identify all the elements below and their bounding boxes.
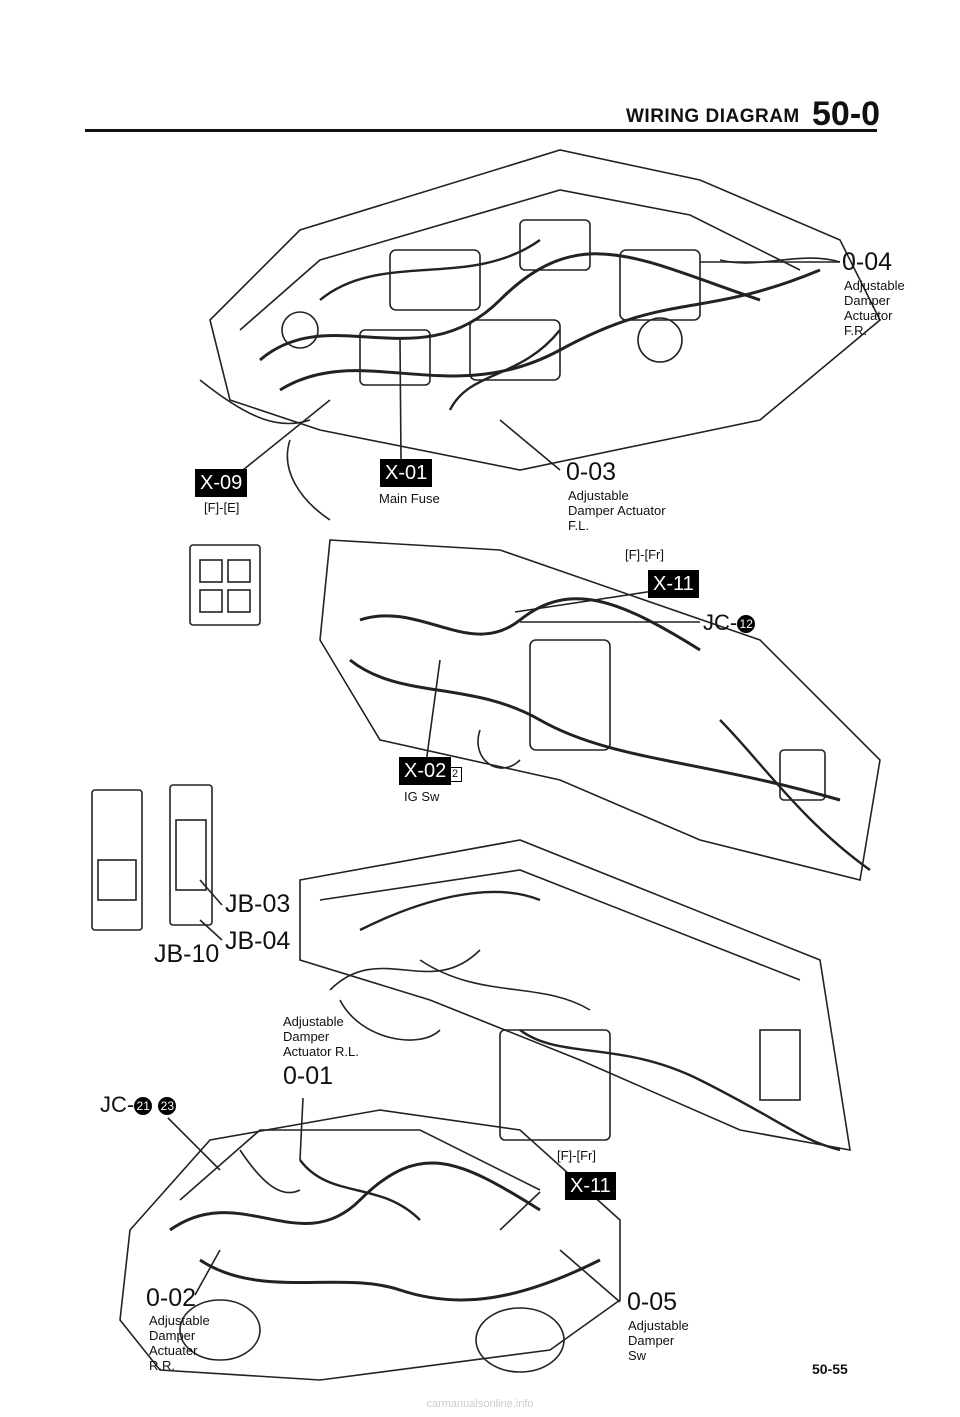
jc12-number-badge: 12: [737, 615, 756, 634]
relay-box-drawing: [189, 544, 261, 626]
o05-desc-line: Sw: [628, 1348, 647, 1363]
jc2123-label: JC-21 23: [100, 1092, 177, 1118]
o03-desc-line: Adjustable: [568, 488, 629, 503]
dashboard-drawing: [319, 539, 881, 881]
connector-o02-code: 0-02: [146, 1284, 197, 1312]
jc2123-prefix: JC-: [100, 1092, 135, 1117]
connector-o02-desc: Adjustable Damper Actuater R.R.: [149, 1313, 210, 1373]
jc12-label: JC-12: [703, 610, 756, 636]
watermark-text: carmanualsonline.info: [426, 1398, 534, 1410]
x11-upper-tag: X-11: [648, 570, 699, 598]
junction-block-drawing: [91, 784, 223, 941]
connector-o04-code: 0-04: [842, 248, 893, 276]
x02-tag: X-02: [399, 757, 452, 785]
o04-desc-line: Actuator: [844, 308, 893, 323]
o01-desc-line: Adjustable: [283, 1014, 344, 1029]
o04-desc-line: F.R.: [844, 323, 868, 338]
connector-o05-desc: Adjustable Damper Sw: [628, 1318, 689, 1363]
o02-desc-line: R.R.: [149, 1358, 175, 1373]
x02-box: 2: [448, 764, 462, 782]
o02-desc-line: Adjustable: [149, 1313, 210, 1328]
o03-desc-line: Damper Actuator: [568, 503, 666, 518]
o01-desc-line: Actuator R.L.: [283, 1044, 359, 1059]
o03-desc-line: F.L.: [568, 518, 589, 533]
connector-o03-desc: Adjustable Damper Actuator F.L.: [568, 488, 666, 533]
section-number: 50-0: [812, 95, 881, 133]
x09-location: [F]-[E]: [204, 500, 240, 515]
page-number: 50-55: [812, 1361, 848, 1377]
x02-name: IG Sw: [404, 789, 440, 804]
jc12-prefix: JC-: [703, 610, 738, 635]
x11-upper-location: [F]-[Fr]: [625, 547, 664, 562]
x02-box-number: 2: [448, 767, 462, 782]
o05-desc-line: Damper: [628, 1333, 675, 1348]
header-rule: [85, 129, 877, 132]
jb04-label: JB-04: [225, 927, 291, 955]
jb10-label: JB-10: [154, 940, 220, 968]
o02-desc-line: Damper: [149, 1328, 196, 1343]
engine-bay-drawing: [199, 149, 881, 521]
x11-lower-tag: X-11: [565, 1172, 616, 1200]
x01-name: Main Fuse: [379, 491, 440, 506]
o01-desc-line: Damper: [283, 1029, 330, 1044]
connector-o04-desc: Adjustable Damper Actuator F.R.: [844, 278, 905, 338]
instrument-panel-drawing: [299, 839, 851, 1152]
x01-tag: X-01: [380, 459, 433, 487]
o04-desc-line: Damper: [844, 293, 891, 308]
o04-desc-line: Adjustable: [844, 278, 905, 293]
connector-o01-code: 0-01: [283, 1062, 334, 1090]
jc21-number-badge: 21: [134, 1097, 153, 1116]
car-body-drawing: [119, 1109, 621, 1381]
o05-desc-line: Adjustable: [628, 1318, 689, 1333]
jb03-label: JB-03: [225, 890, 291, 918]
diagram-title: WIRING DIAGRAM: [626, 106, 800, 127]
connector-o05-code: 0-05: [627, 1288, 678, 1316]
jc23-number-badge: 23: [158, 1097, 177, 1116]
connector-o03-code: 0-03: [566, 458, 617, 486]
x11-lower-location: [F]-[Fr]: [557, 1148, 596, 1163]
connector-o01-desc: Adjustable Damper Actuator R.L.: [283, 1014, 359, 1059]
x09-tag: X-09: [195, 469, 248, 497]
o02-desc-line: Actuater: [149, 1343, 198, 1358]
